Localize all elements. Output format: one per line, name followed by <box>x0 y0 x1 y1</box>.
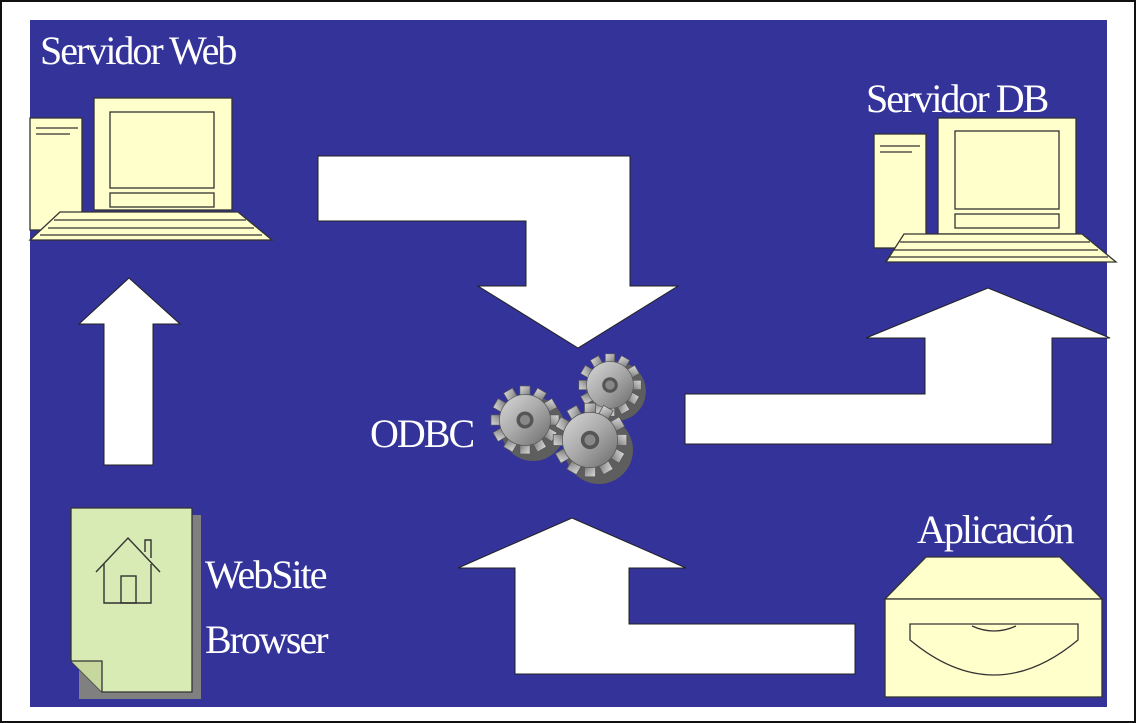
arrow-odbc-to-dbserver <box>684 287 1111 445</box>
cd-drive-icon <box>883 556 1104 698</box>
label-odbc: ODBC <box>370 411 473 456</box>
label-browser: Browser <box>205 617 328 662</box>
web-document-icon <box>70 507 201 699</box>
db-server-computer-icon <box>873 117 1118 263</box>
label-application: Aplicación <box>917 507 1074 552</box>
arrow-up-website-to-webserver <box>77 277 182 466</box>
label-db-server: Servidor DB <box>866 76 1048 121</box>
gears-icon <box>490 353 646 484</box>
arrow-webserver-to-odbc <box>317 155 680 349</box>
arrow-application-to-odbc <box>457 517 856 675</box>
label-website: WebSite <box>205 552 327 597</box>
label-web-server: Servidor Web <box>40 28 236 73</box>
web-server-computer-icon <box>28 97 274 241</box>
house-icon <box>95 536 161 604</box>
